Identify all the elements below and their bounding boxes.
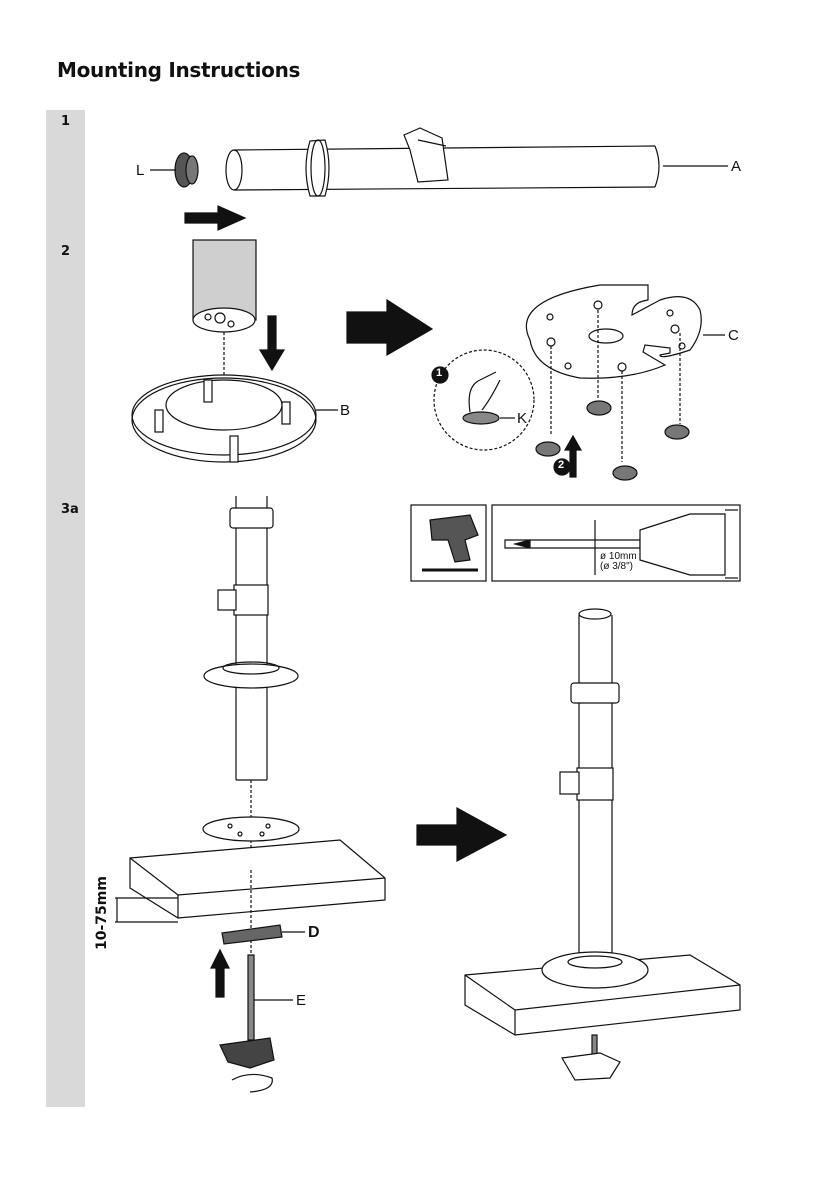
arrow-down-icon <box>260 316 284 370</box>
arrow-right-icon <box>185 206 245 230</box>
desk-thickness-label: 10-75mm <box>94 876 110 950</box>
part-label-E: E <box>296 992 306 1009</box>
drill-diameter-imperial: (ø 3/8") <box>600 562 633 572</box>
part-label-L: L <box>136 162 144 179</box>
pole-assembled-illustration <box>465 609 740 1080</box>
arrow-up-icon <box>211 950 229 997</box>
part-label-K: K <box>517 410 527 427</box>
big-arrow-right-icon <box>417 808 506 861</box>
base-B-illustration <box>132 375 338 462</box>
callout-2-label: 2 <box>558 459 564 471</box>
part-label-A: A <box>731 158 741 175</box>
callout-1-label: 1 <box>436 367 442 379</box>
part-label-C: C <box>728 327 739 344</box>
pole-A-illustration <box>226 128 728 196</box>
pole-exploded-illustration <box>203 496 299 870</box>
part-label-B: B <box>340 402 350 419</box>
desk-exploded-illustration <box>115 840 385 1092</box>
big-arrow-right-icon <box>347 300 432 355</box>
part-label-D: D <box>308 924 320 942</box>
plate-C-illustration <box>526 285 725 462</box>
end-cap-L-illustration <box>150 153 198 187</box>
drill-illustration <box>411 505 740 581</box>
detail-circle-illustration <box>434 350 534 450</box>
